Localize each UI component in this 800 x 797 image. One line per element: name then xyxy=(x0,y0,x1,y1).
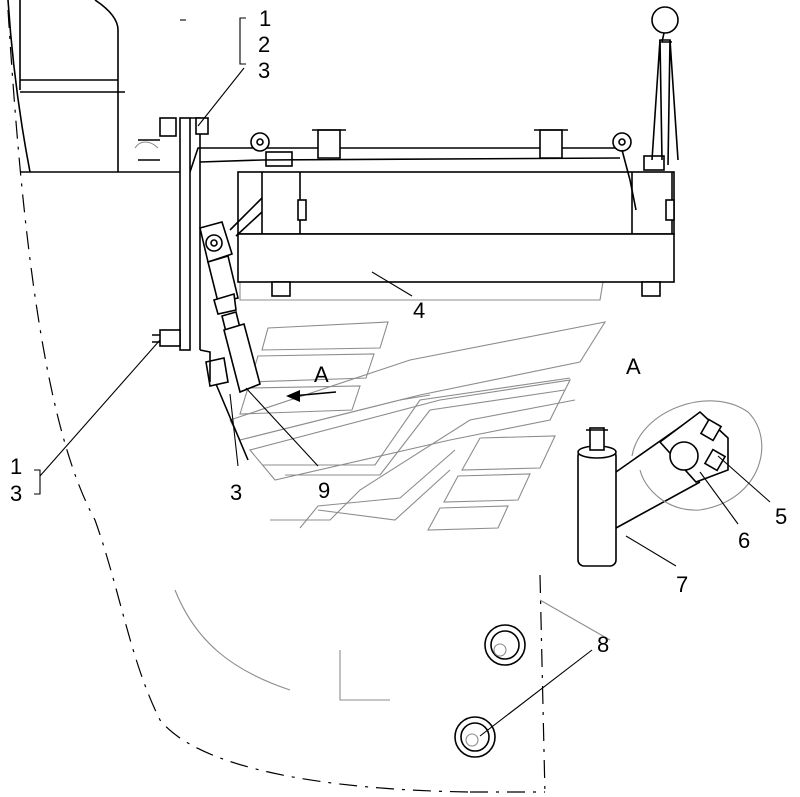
callout-4: 4 xyxy=(413,298,425,323)
mounting-bosses xyxy=(454,624,526,758)
callout-1-left: 1 xyxy=(10,454,22,479)
callout-1-top: 1 xyxy=(259,6,271,31)
leader-lines xyxy=(34,17,771,737)
callout-8: 8 xyxy=(597,632,609,657)
callout-3-mid: 3 xyxy=(230,480,242,505)
vehicle-body-outline xyxy=(7,0,611,796)
control-lever xyxy=(651,6,679,166)
callout-2-top: 2 xyxy=(258,32,270,57)
direction-arrow xyxy=(286,390,337,402)
frame-beam xyxy=(237,151,675,297)
arrow-a-label: A xyxy=(314,362,329,387)
callout-3-left: 3 xyxy=(10,481,22,506)
view-a-label: A xyxy=(626,354,641,379)
callout-6: 6 xyxy=(738,528,750,553)
warning-decal xyxy=(229,209,616,531)
top-rod xyxy=(189,129,637,211)
linkage-assembly xyxy=(199,197,263,461)
bracket-plate xyxy=(134,117,209,351)
callout-7: 7 xyxy=(676,572,688,597)
callout-9: 9 xyxy=(318,478,330,503)
callout-5: 5 xyxy=(775,504,787,529)
callout-labels: 1 2 3 1 3 3 4 5 6 7 8 9 A A xyxy=(10,6,787,657)
detail-view-a xyxy=(577,400,763,567)
callout-3-top: 3 xyxy=(258,58,270,83)
